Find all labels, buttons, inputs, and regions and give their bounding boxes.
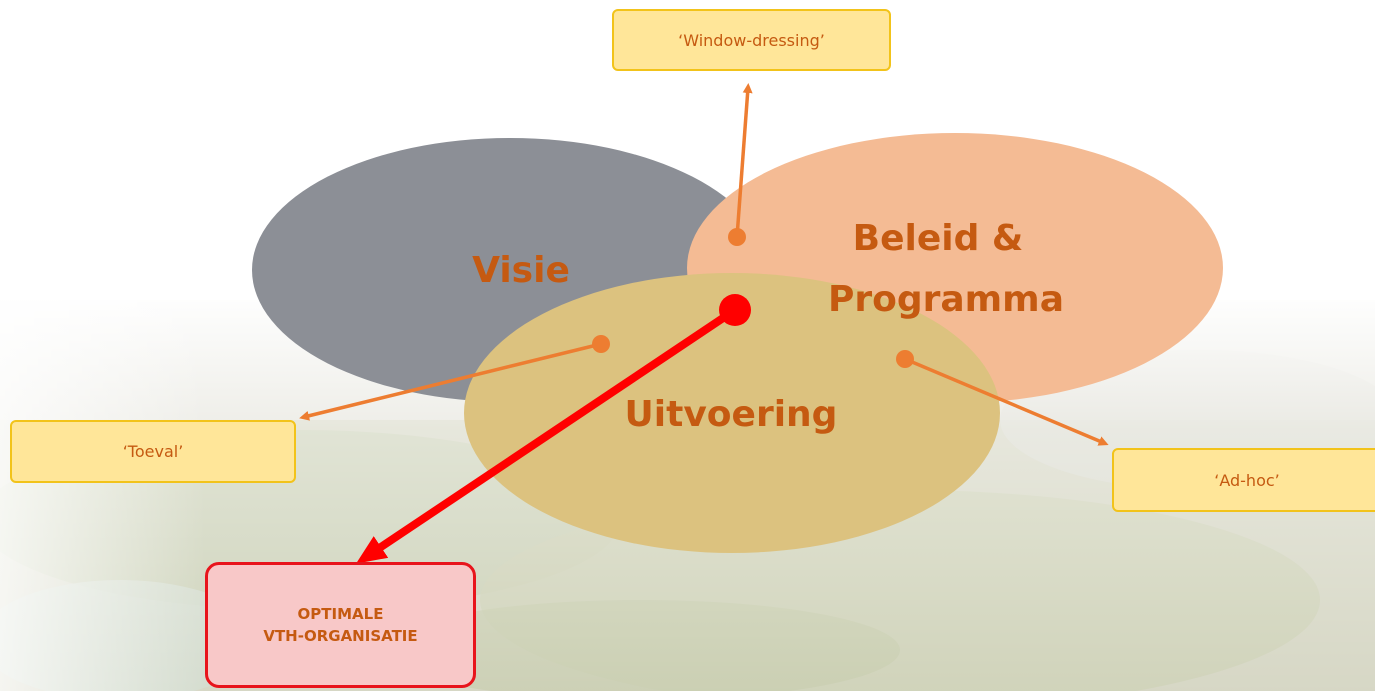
window-dressing-box: ‘Window-dressing’	[612, 9, 891, 71]
ad-hoc-dot	[896, 350, 914, 368]
ad-hoc-arrow	[904, 357, 1109, 446]
result-line1: OPTIMALE	[297, 605, 384, 623]
toeval-box: ‘Toeval’	[10, 420, 296, 483]
uitvoering-label: Uitvoering	[625, 394, 838, 435]
beleid-label-line1: Beleid &	[853, 218, 1024, 259]
toeval-dot	[592, 335, 610, 353]
window-dressing-text: ‘Window-dressing’	[678, 30, 825, 50]
ad-hoc-text: ‘Ad-hoc’	[1214, 470, 1280, 490]
optimale-vth-organisatie-box: OPTIMALE VTH-ORGANISATIE	[205, 562, 476, 688]
window-dressing-dot	[728, 228, 746, 246]
result-line2: VTH-ORGANISATIE	[263, 627, 418, 645]
optimale-arrow	[356, 306, 738, 564]
optimale-dot	[719, 294, 751, 326]
toeval-text: ‘Toeval’	[122, 442, 184, 461]
ad-hoc-box: ‘Ad-hoc’	[1112, 448, 1375, 512]
window-dressing-arrow	[735, 83, 753, 238]
visie-label: Visie	[472, 250, 570, 291]
beleid-label-line2: Programma	[828, 279, 1064, 320]
toeval-arrow	[299, 342, 602, 421]
